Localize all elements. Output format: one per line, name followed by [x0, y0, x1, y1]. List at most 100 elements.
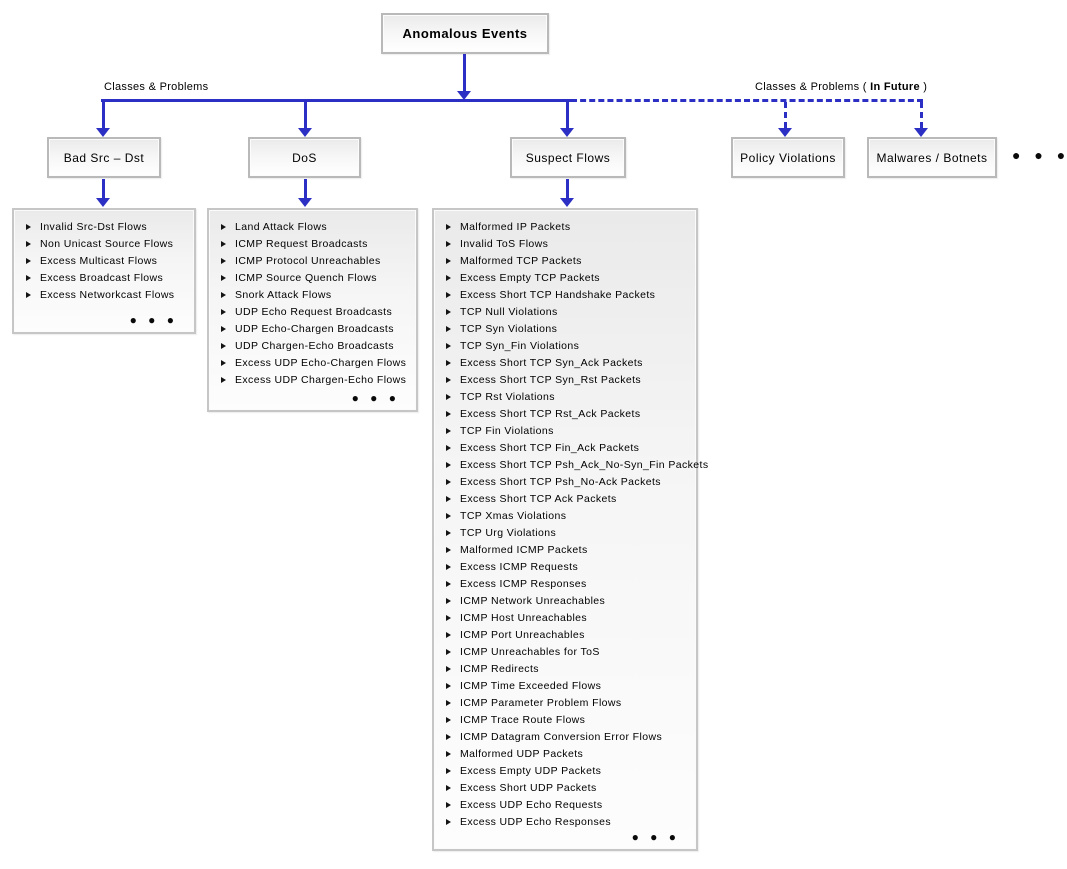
list-item: Excess Short UDP Packets: [444, 779, 692, 796]
list-item: Malformed UDP Packets: [444, 745, 692, 762]
bullet-triangle-icon: [221, 325, 226, 332]
arrow-down-icon: [298, 198, 312, 207]
list-item: TCP Null Violations: [444, 303, 692, 320]
bullet-triangle-icon: [26, 240, 31, 247]
list-item: Excess Short TCP Syn_Rst Packets: [444, 371, 692, 388]
bullet-triangle-icon: [446, 818, 451, 825]
list-item: Malformed TCP Packets: [444, 252, 692, 269]
bullet-triangle-icon: [26, 257, 31, 264]
branch-label-current-text: Classes & Problems: [104, 81, 209, 93]
list-item-label: Excess Short TCP Rst_Ack Packets: [460, 407, 641, 420]
list-item: ICMP Protocol Unreachables: [219, 252, 412, 269]
bullet-triangle-icon: [446, 801, 451, 808]
bullet-triangle-icon: [446, 665, 451, 672]
list-item-label: Malformed TCP Packets: [460, 254, 582, 267]
list-item: Excess Empty UDP Packets: [444, 762, 692, 779]
list-item: Excess Short TCP Psh_No-Ack Packets: [444, 473, 692, 490]
list-item: Excess UDP Echo-Chargen Flows: [219, 354, 412, 371]
list-item: ICMP Unreachables for ToS: [444, 643, 692, 660]
list-item: Excess Short TCP Handshake Packets: [444, 286, 692, 303]
list-item: TCP Urg Violations: [444, 524, 692, 541]
bullet-triangle-icon: [446, 393, 451, 400]
list-item: ICMP Time Exceeded Flows: [444, 677, 692, 694]
list-item: ICMP Request Broadcasts: [219, 235, 412, 252]
list-item: Excess UDP Echo Responses: [444, 813, 692, 830]
list-item-label: Excess UDP Chargen-Echo Flows: [235, 373, 407, 386]
bullet-triangle-icon: [446, 376, 451, 383]
bullet-triangle-icon: [446, 529, 451, 536]
branch-label-future-prefix: Classes & Problems (: [755, 81, 871, 93]
list-dos: ● ● ● Land Attack Flows ICMP Request Bro…: [207, 208, 418, 412]
bullet-triangle-icon: [26, 291, 31, 298]
list-item: Excess Short TCP Syn_Ack Packets: [444, 354, 692, 371]
bullet-triangle-icon: [446, 767, 451, 774]
list-item-label: Malformed IP Packets: [460, 220, 571, 233]
list-item: TCP Xmas Violations: [444, 507, 692, 524]
list-item-label: Excess UDP Echo Requests: [460, 798, 603, 811]
node-dos-label: DoS: [292, 150, 317, 165]
list-item-label: TCP Urg Violations: [460, 526, 557, 539]
list-item-label: Excess Short TCP Fin_Ack Packets: [460, 441, 640, 454]
bullet-triangle-icon: [221, 342, 226, 349]
bullet-triangle-icon: [446, 342, 451, 349]
list-item-label: TCP Rst Violations: [460, 390, 555, 403]
connector-drop-suspect-flows: [566, 102, 569, 128]
branch-label-future-bold: In Future: [870, 81, 920, 93]
list-item-label: Excess UDP Echo-Chargen Flows: [235, 356, 407, 369]
list-item: TCP Fin Violations: [444, 422, 692, 439]
connector-trunk: [463, 54, 466, 92]
bullet-triangle-icon: [446, 614, 451, 621]
list-item: Malformed ICMP Packets: [444, 541, 692, 558]
list-item-label: Invalid ToS Flows: [460, 237, 549, 250]
branch-label-future-suffix: ): [919, 81, 928, 93]
list-item: Excess Multicast Flows: [24, 252, 190, 269]
list-item-label: ICMP Protocol Unreachables: [235, 254, 381, 267]
bullet-triangle-icon: [446, 410, 451, 417]
list-item-label: Excess Short TCP Ack Packets: [460, 492, 617, 505]
more-items-dots: ● ● ●: [129, 313, 178, 327]
list-item-label: Excess ICMP Responses: [460, 577, 587, 590]
list-item: ICMP Port Unreachables: [444, 626, 692, 643]
node-bad-src-dst: Bad Src – Dst: [47, 137, 161, 178]
arrow-down-icon: [457, 91, 471, 100]
list-item: Malformed IP Packets: [444, 218, 692, 235]
list-item: UDP Chargen-Echo Broadcasts: [219, 337, 412, 354]
arrow-down-icon: [560, 198, 574, 207]
list-item-label: Non Unicast Source Flows: [40, 237, 174, 250]
connector-branch-solid: [101, 99, 571, 102]
bullet-triangle-icon: [221, 274, 226, 281]
list-item-label: ICMP Parameter Problem Flows: [460, 696, 622, 709]
connector-drop-malwares-botnets: [920, 102, 923, 128]
list-item: ICMP Datagram Conversion Error Flows: [444, 728, 692, 745]
bullet-triangle-icon: [446, 291, 451, 298]
list-item: UDP Echo-Chargen Broadcasts: [219, 320, 412, 337]
list-item-label: Excess Empty UDP Packets: [460, 764, 602, 777]
list-item-label: Land Attack Flows: [235, 220, 328, 233]
list-item: ICMP Host Unreachables: [444, 609, 692, 626]
bullet-triangle-icon: [446, 563, 451, 570]
list-item: Excess UDP Chargen-Echo Flows: [219, 371, 412, 388]
list-item-label: Excess Short TCP Syn_Ack Packets: [460, 356, 643, 369]
bullet-triangle-icon: [446, 580, 451, 587]
list-item-label: Malformed UDP Packets: [460, 747, 584, 760]
list-item-label: Excess Multicast Flows: [40, 254, 158, 267]
node-dos: DoS: [248, 137, 361, 178]
list-item-label: Excess Short TCP Psh_No-Ack Packets: [460, 475, 661, 488]
arrow-down-icon: [298, 128, 312, 137]
connector-suspect-flows-list: [566, 179, 569, 199]
list-item-label: Excess UDP Echo Responses: [460, 815, 612, 828]
bullet-triangle-icon: [26, 223, 31, 230]
node-malwares-botnets-label: Malwares / Botnets: [876, 150, 988, 165]
bullet-triangle-icon: [446, 257, 451, 264]
list-item-label: Excess ICMP Requests: [460, 560, 579, 573]
list-item: TCP Syn Violations: [444, 320, 692, 337]
list-item: UDP Echo Request Broadcasts: [219, 303, 412, 320]
list-item-label: ICMP Source Quench Flows: [235, 271, 377, 284]
bullet-triangle-icon: [446, 461, 451, 468]
connector-dos-list: [304, 179, 307, 199]
bullet-triangle-icon: [446, 427, 451, 434]
more-items-dots: ● ● ●: [351, 391, 400, 405]
list-item-label: ICMP Redirects: [460, 662, 539, 675]
root-node-anomalous-events: Anomalous Events: [381, 13, 549, 54]
